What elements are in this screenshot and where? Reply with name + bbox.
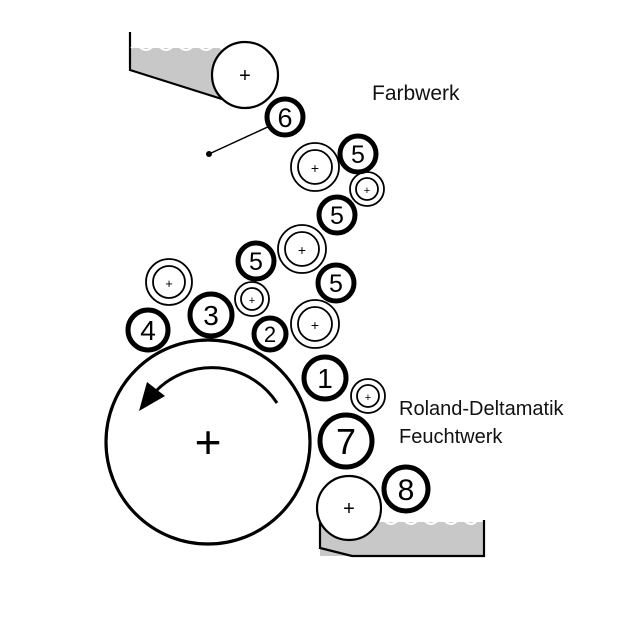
roller-8: 8 — [381, 464, 431, 514]
svg-text:+: + — [195, 416, 222, 468]
plate-cylinder: + — [104, 338, 312, 546]
svg-text:+: + — [311, 160, 319, 176]
svg-text:+: + — [249, 295, 255, 307]
roller-2: 2 — [251, 315, 289, 353]
roller-2-number: 2 — [264, 322, 276, 347]
roller-5-upper-number: 5 — [330, 202, 344, 230]
label-farbwerk: Farbwerk — [372, 82, 460, 105]
roller-3: 3 — [187, 291, 235, 339]
roller-5-top-number: 5 — [351, 141, 365, 169]
roller-5-upper: 5 — [316, 194, 358, 236]
roller-8-number: 8 — [398, 474, 415, 507]
ductor-lever — [206, 124, 273, 157]
svg-text:+: + — [311, 317, 319, 333]
label-feuchtwerk: Feuchtwerk — [399, 426, 503, 448]
svg-text:+: + — [343, 498, 355, 520]
dampening-distributor-small: + — [350, 378, 386, 414]
distributor-roller-small-1: + — [349, 171, 385, 207]
roller-7-number: 7 — [336, 421, 356, 462]
svg-text:+: + — [365, 392, 371, 404]
roller-4: 4 — [125, 307, 171, 353]
distributor-roller-small-2: + — [234, 281, 270, 317]
ink-fountain-roller: + — [210, 40, 280, 110]
roller-5-left: 5 — [235, 240, 277, 282]
distributor-roller-large-2: + — [277, 224, 327, 274]
svg-text:+: + — [239, 65, 251, 87]
roller-6: 6 — [264, 96, 306, 138]
roller-5-top: 5 — [337, 133, 379, 175]
water-pan-roller: + — [315, 474, 383, 542]
roller-5-left-number: 5 — [249, 248, 263, 276]
roller-1-number: 1 — [317, 363, 333, 394]
svg-text:+: + — [165, 276, 173, 291]
svg-text:+: + — [298, 242, 306, 258]
svg-text:+: + — [364, 185, 370, 197]
distributor-roller-large-3: + — [290, 299, 340, 349]
roller-1: 1 — [301, 354, 349, 402]
rotation-arrow — [153, 366, 279, 404]
roller-4-number: 4 — [140, 315, 156, 346]
roller-7: 7 — [317, 412, 375, 470]
distributor-roller-medium-left: + — [145, 258, 193, 306]
rotation-arrow-head — [139, 382, 165, 411]
roller-5-lower: 5 — [315, 262, 357, 304]
roller-3-number: 3 — [203, 300, 219, 331]
distributor-roller-large-1: + — [290, 142, 340, 192]
roller-6-number: 6 — [277, 103, 292, 133]
label-roland-deltamatik: Roland-Deltamatik — [399, 398, 565, 420]
roller-5-lower-number: 5 — [329, 270, 343, 298]
